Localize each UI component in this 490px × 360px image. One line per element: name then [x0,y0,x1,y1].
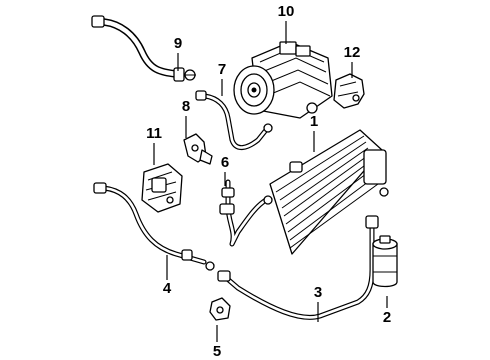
callout-2: 2 [383,309,391,326]
receiver-drier-pipe [217,215,379,320]
callout-5: 5 [213,343,221,360]
suction-hose [195,90,273,150]
receiver-drier [372,235,398,288]
compressor [233,41,333,119]
callout-8: 8 [182,98,190,115]
condenser [269,129,389,255]
relay-bracket-assembly [141,163,183,213]
callout-1: 1 [310,113,318,130]
callout-3: 3 [314,284,322,301]
hose-clamp-bracket [183,133,213,165]
condenser-to-evaporator-line [93,182,215,271]
callout-6: 6 [221,154,229,171]
discharge-hose [91,15,196,82]
liquid-line [219,179,273,247]
callout-11: 11 [146,125,162,142]
compressor-bracket [333,73,365,109]
callout-7: 7 [218,61,226,78]
callout-12: 12 [344,44,361,61]
callout-9: 9 [174,35,182,52]
callout-4: 4 [163,280,172,297]
callout-10: 10 [278,3,295,20]
pipe-clip [209,297,231,321]
